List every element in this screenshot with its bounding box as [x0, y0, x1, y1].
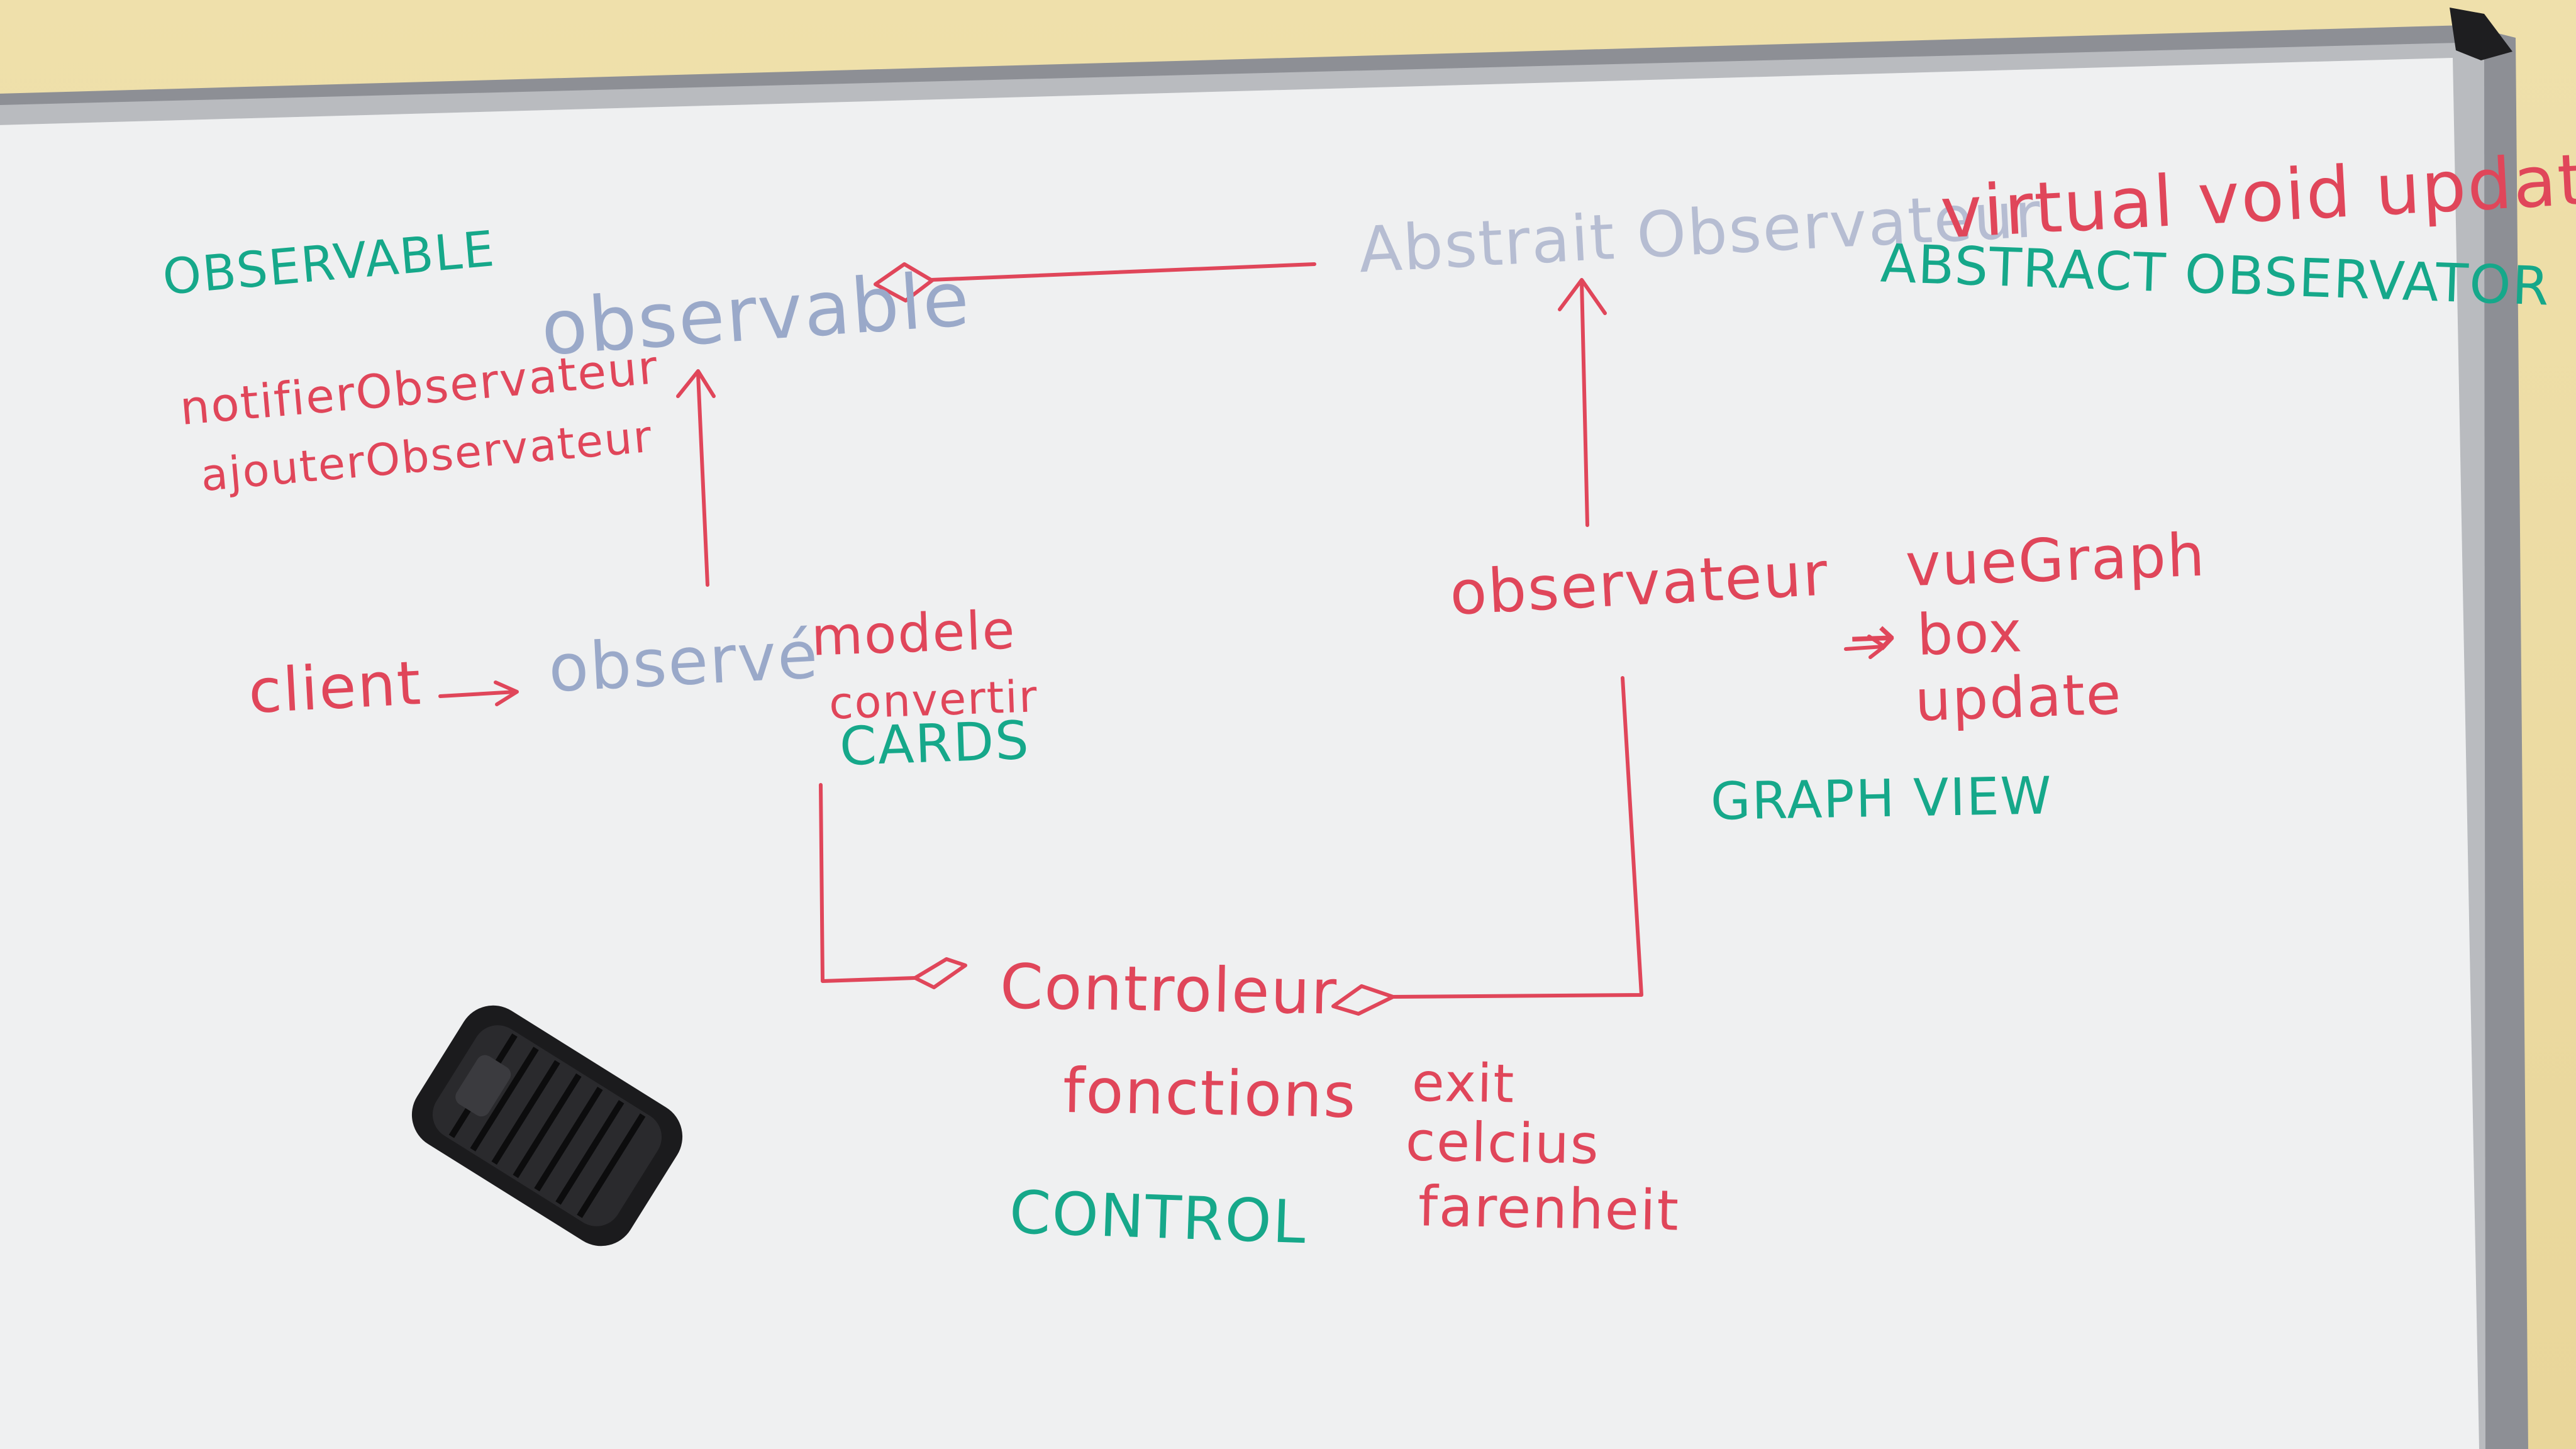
- arrowhead-up-abstract: [1558, 278, 1607, 315]
- arrowhead-box: [1867, 635, 1886, 659]
- label-client: client: [247, 647, 424, 728]
- arrow-to-box: [1844, 645, 1885, 651]
- arrowhead-observable: [874, 262, 934, 303]
- label-farenheit: farenheit: [1418, 1174, 1680, 1243]
- label-observe: observé: [547, 616, 821, 708]
- label-vuegraph: vueGraph: [1904, 521, 2207, 601]
- label-celcius: celcius: [1405, 1110, 1601, 1177]
- connector-observateur-to-controleur: [1391, 676, 1643, 999]
- arrow-observe-to-observable: [696, 372, 709, 587]
- arrow-abstract-to-observable: [929, 262, 1316, 282]
- arrowhead-up-observable: [676, 369, 716, 398]
- label-cards: CARDS: [838, 709, 1031, 778]
- label-exit: exit: [1411, 1051, 1516, 1115]
- label-control: CONTROL: [1008, 1178, 1308, 1258]
- connector-modele-to-controleur: [819, 783, 917, 983]
- label-fonctions: fonctions: [1062, 1055, 1358, 1133]
- arrowhead-controleur-right: [1331, 984, 1395, 1016]
- arrow-observateur-to-abstract: [1580, 280, 1589, 527]
- arrow-client-to-observe: [438, 690, 518, 698]
- arrowhead-right-observe: [494, 680, 519, 706]
- label-graph-view: GRAPH VIEW: [1710, 766, 2053, 832]
- label-observateur: observateur: [1448, 538, 1831, 629]
- eraser: [411, 1005, 683, 1246]
- label-box: → box: [1848, 599, 2024, 671]
- frame-corner: [2450, 8, 2512, 60]
- label-update: update: [1914, 661, 2123, 735]
- label-modele: modele: [810, 599, 1017, 668]
- arrowhead-controleur-left: [913, 957, 967, 989]
- label-controleur: Controleur: [999, 951, 1338, 1029]
